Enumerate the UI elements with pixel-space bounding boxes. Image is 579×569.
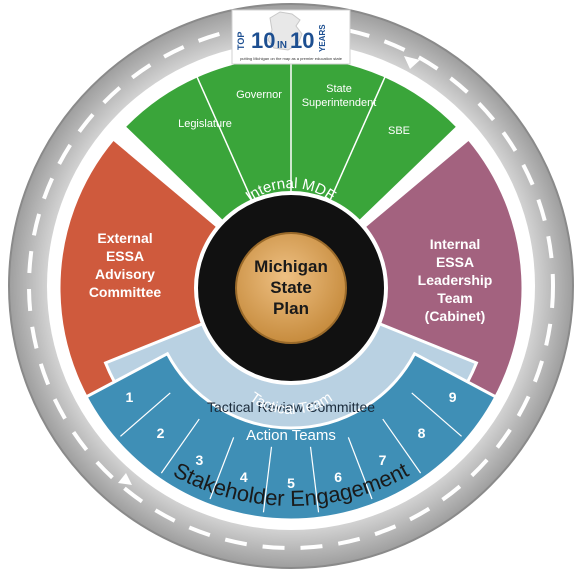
svg-text:Advisory: Advisory	[95, 266, 155, 282]
external-advisory-label: External ESSA Advisory Committee	[89, 230, 162, 300]
svg-text:ESSA: ESSA	[106, 248, 144, 264]
sector-label-governor: Governor	[236, 89, 282, 101]
action-team-number: 9	[449, 389, 457, 405]
internal-leadership-label: Internal ESSA Leadership Team (Cabinet)	[418, 236, 493, 324]
svg-text:IN: IN	[277, 40, 287, 51]
svg-text:External: External	[97, 230, 152, 246]
action-team-number: 4	[240, 469, 248, 485]
state-plan-label: Michigan State Plan	[254, 257, 328, 318]
svg-text:TOP: TOP	[236, 32, 246, 50]
action-team-number: 2	[157, 425, 165, 441]
top-10-in-10-logo: TOP 10 IN 10 YEARS putting Michigan on t…	[231, 9, 351, 65]
svg-text:10: 10	[290, 28, 314, 53]
state-plan-core	[235, 232, 347, 344]
sector-label-state: State	[326, 83, 352, 95]
sector-label-superintendent: Superintendent	[302, 97, 377, 109]
review-committee-label: Tactical Review Committee	[207, 399, 375, 415]
governance-divider	[329, 75, 387, 200]
action-teams-title: Action Teams	[246, 427, 336, 444]
svg-text:State: State	[270, 278, 312, 297]
svg-text:Committee: Committee	[89, 284, 162, 300]
svg-text:(Cabinet): (Cabinet)	[425, 308, 486, 324]
action-team-number: 1	[125, 389, 133, 405]
svg-text:Internal: Internal	[430, 236, 481, 252]
governance-divider	[195, 75, 253, 200]
svg-text:Leadership: Leadership	[418, 272, 493, 288]
action-team-divider	[160, 418, 200, 474]
action-team-number: 3	[196, 452, 204, 468]
action-team-divider	[209, 437, 235, 500]
svg-text:ESSA: ESSA	[436, 254, 474, 270]
action-team-number: 8	[418, 425, 426, 441]
action-team-divider	[411, 392, 462, 437]
svg-text:Michigan: Michigan	[254, 257, 328, 276]
road-arrow-icon	[118, 473, 132, 485]
svg-text:YEARS: YEARS	[318, 24, 327, 52]
action-team-number: 7	[379, 452, 387, 468]
svg-text:10: 10	[251, 28, 275, 53]
svg-text:Plan: Plan	[273, 299, 309, 318]
action-team-divider	[262, 446, 273, 513]
svg-text:putting Michigan on the map as: putting Michigan on the map as a premier…	[240, 56, 343, 61]
road-arrow-icon	[404, 56, 420, 69]
action-team-divider	[309, 446, 320, 513]
action-team-number: 6	[334, 469, 342, 485]
action-team-divider	[120, 392, 171, 437]
action-team-number: 5	[287, 475, 295, 491]
action-team-divider	[382, 418, 422, 474]
action-team-divider	[347, 437, 373, 500]
michigan-map-icon	[267, 11, 303, 51]
sector-label-legislature: Legislature	[178, 118, 232, 130]
sector-label-sbe: SBE	[388, 125, 410, 137]
svg-text:Team: Team	[437, 290, 473, 306]
action-teams-sector	[84, 351, 498, 522]
